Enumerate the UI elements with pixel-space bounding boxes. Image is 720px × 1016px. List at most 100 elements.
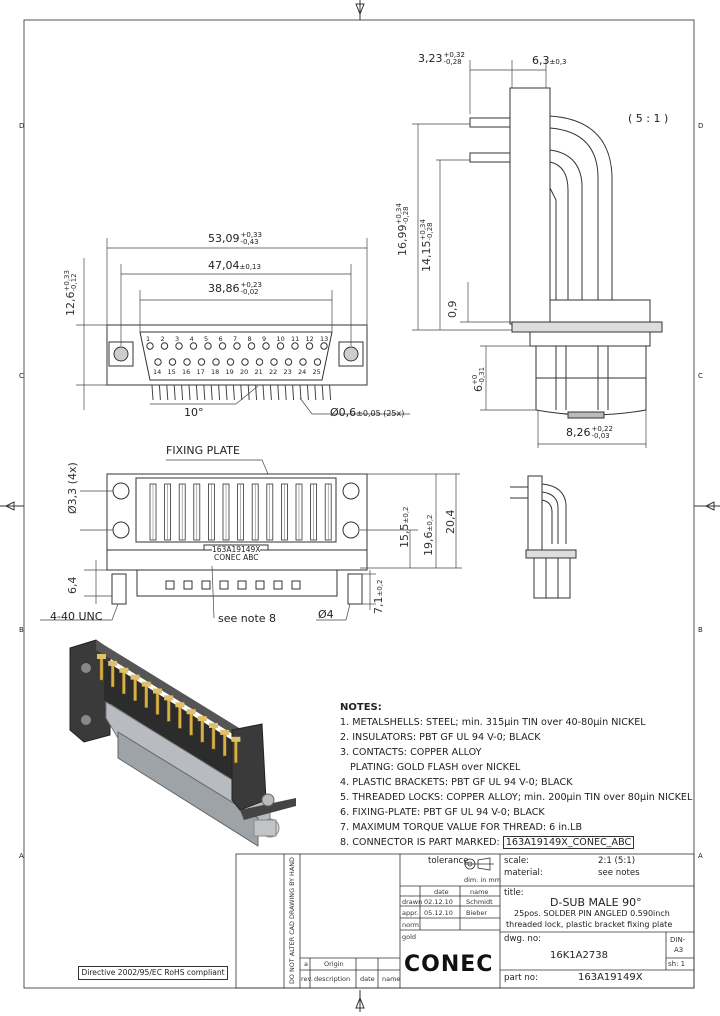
tb-vertical-note: DO NOT ALTER CAD DRAWING BY HAND	[288, 857, 296, 984]
tb-title-sub1: 25pos. SOLDER PIN ANGLED 0.590inch	[514, 909, 670, 918]
pin-number: 1	[146, 335, 150, 343]
iso-pin	[155, 692, 160, 715]
tb-norm: norm	[402, 921, 419, 929]
dim-19-6: 19,6±0,2	[422, 514, 435, 557]
iso-render	[69, 639, 296, 847]
tb-rev-a: a	[304, 960, 308, 968]
pin-number: 3	[175, 335, 179, 343]
tb-title-sub2: threaded lock, plastic bracket fixing pl…	[506, 920, 673, 929]
front-pin-legs	[151, 384, 332, 401]
pin-leg	[195, 384, 198, 401]
tb-tolerance: tolerance	[428, 856, 469, 866]
iso-pin	[200, 719, 205, 743]
tb-gold: gold	[402, 933, 417, 941]
note-2: 2. INSULATORS: PBT GF UL 94 V-0; BLACK	[340, 732, 541, 743]
tb-description: description	[314, 975, 351, 983]
iso-pin-head	[220, 729, 230, 735]
svg-text:C: C	[698, 372, 703, 380]
contact-square	[165, 580, 175, 590]
pin-number: 22	[269, 368, 277, 376]
iso-pin	[122, 671, 126, 695]
tb-dim-in-mm: dim. in mm	[464, 876, 502, 884]
pin-leg	[151, 384, 154, 401]
tb-scale-label: scale:	[504, 856, 530, 866]
notes-section: NOTES: 1. METALSHELLS: STEEL; min. 315µi…	[340, 700, 710, 850]
title-block-grid	[235, 853, 695, 989]
iso-pin-head	[141, 681, 151, 687]
note-3-plating: PLATING: GOLD FLASH over NICKEL	[350, 762, 521, 773]
pin-circle	[233, 342, 241, 350]
pin-number: 18	[211, 368, 219, 376]
pin-leg	[188, 384, 191, 401]
top-view-contact-squares	[165, 580, 301, 590]
pin-number: 23	[284, 368, 292, 376]
pin-number: 8	[248, 335, 252, 343]
pin-circle	[299, 358, 307, 366]
pin-number: 10	[277, 335, 285, 343]
contact-square	[219, 580, 229, 590]
projection-symbol	[464, 857, 494, 871]
label-see-note-8: see note 8	[218, 612, 277, 625]
pin-number: 24	[298, 368, 306, 376]
pin-circle	[226, 358, 235, 366]
tb-dwg-no: 16K1A2738	[550, 950, 608, 961]
contact-square	[255, 580, 265, 590]
tb-appr-name: Bieber	[466, 909, 488, 917]
iso-pin-head	[130, 674, 140, 680]
note-3: 3. CONTACTS: COPPER ALLOY	[340, 747, 482, 758]
pin-circle	[247, 342, 256, 350]
dim-20-4: 20,4	[444, 509, 457, 535]
pin-circle	[255, 358, 264, 366]
iso-pin	[110, 664, 115, 688]
pin-number: 17	[197, 368, 205, 376]
pin-leg	[232, 384, 235, 401]
pin-circle	[270, 358, 278, 366]
front-view-dim-lines	[76, 238, 410, 415]
small-side-view	[510, 475, 577, 599]
pin-number: 20	[240, 368, 248, 376]
pin-number: 11	[291, 335, 299, 343]
iso-pin	[211, 726, 216, 750]
pin-circle	[320, 342, 328, 350]
pin-number: 16	[182, 368, 190, 376]
dim-7-1: 7,1±0,2	[372, 579, 385, 615]
iso-gold-pins	[97, 654, 241, 764]
pin-circle	[284, 358, 293, 366]
scale-note: ( 5 : 1 )	[628, 112, 669, 125]
pin-number: 2	[161, 335, 165, 343]
tb-part-label: part no:	[504, 973, 538, 983]
pin-leg	[321, 384, 324, 401]
iso-pin-head	[108, 660, 118, 666]
tb-material-label: material:	[504, 868, 543, 878]
tb-material-value: see notes	[598, 868, 640, 878]
pin-number: 25	[313, 368, 321, 376]
pin-number: 13	[320, 335, 328, 343]
contact-square	[273, 580, 283, 590]
pin-leg	[158, 384, 161, 401]
tb-sheet: sh: 1	[668, 960, 686, 968]
dim-pin-dia: Ø0,6±0,05 (25x)	[330, 406, 405, 419]
contact-square	[183, 580, 193, 590]
pin-number: 14	[153, 368, 161, 376]
front-view	[106, 324, 368, 386]
pin-leg	[240, 384, 243, 401]
pin-leg	[173, 384, 176, 401]
pin-leg	[218, 384, 221, 401]
tb-date-hdr: date	[434, 888, 449, 896]
contact-square	[291, 580, 301, 590]
tb-dwg-label: dwg. no:	[504, 934, 542, 944]
tb-part-no: 163A19149X	[578, 972, 643, 983]
pin-circle	[197, 358, 206, 366]
pin-number: 15	[168, 368, 176, 376]
tb-din: DIN-	[670, 936, 686, 944]
dim-15-5: 15,5±0,2	[398, 506, 411, 549]
dim-12-6: 12,6+0,33-0,12	[63, 270, 78, 316]
note-8: 8. CONNECTOR IS PART MARKED: 163A19149X_…	[340, 835, 710, 850]
tb-appr-date: 05.12.10	[424, 909, 453, 917]
dim-6-3: 6,3±0,3	[532, 54, 567, 67]
svg-text:C: C	[19, 372, 24, 380]
pin-leg	[299, 384, 302, 401]
iso-pin	[99, 657, 104, 681]
